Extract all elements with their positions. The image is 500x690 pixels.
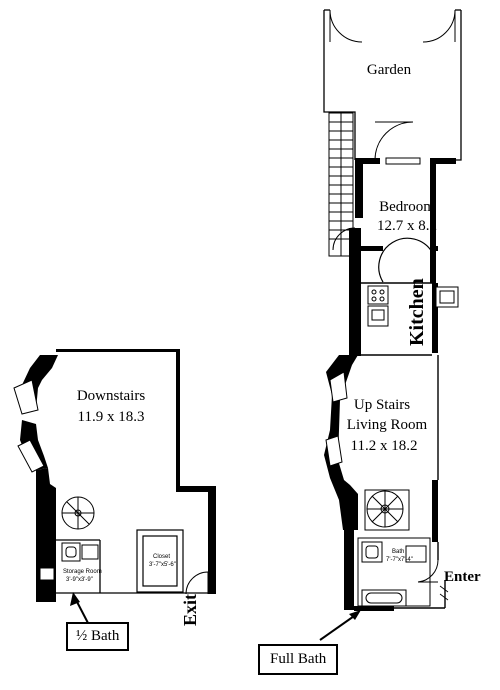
closet-dims: 3'-7"x5'-6" [149, 562, 176, 568]
bath-up-label: Bath [392, 549, 404, 555]
spiral-stair-down [61, 496, 95, 530]
exit-door-arc [185, 571, 209, 595]
upstairs-label: Up Stairs [354, 397, 410, 413]
bedroom-window [385, 157, 421, 165]
garden-door-arc [374, 121, 414, 161]
entry-steps [439, 585, 449, 601]
upstairs-dims: 11.2 x 18.2 [351, 438, 418, 454]
upstairs-bath [357, 537, 431, 607]
living-room-label: Living Room [347, 417, 428, 433]
left-plan-walls [20, 349, 216, 602]
downstairs-closet [136, 529, 184, 593]
storage-room-dims: 3'-9"x3'-9" [66, 577, 93, 583]
garden-outline [323, 9, 462, 161]
storage-room-label: Storage Room [63, 569, 102, 575]
full-bath-arrowhead [349, 610, 361, 620]
half-bath-arrowhead [70, 592, 80, 606]
spiral-stair-up [364, 489, 410, 531]
downstairs-windows [13, 379, 55, 581]
bedroom-door-arc [378, 237, 433, 283]
entry-door-arc [417, 559, 439, 583]
downstairs-label: Downstairs [77, 388, 145, 404]
kitchen-label: Kitchen [406, 278, 428, 346]
full-bath-arrow [319, 613, 358, 641]
exit-label: Exit [180, 594, 200, 626]
living-room-windows [325, 371, 348, 467]
half-bath-fixtures [61, 542, 99, 562]
garden-gate [329, 9, 456, 43]
downstairs-dims: 11.9 x 18.3 [78, 409, 145, 425]
enter-label: Enter [444, 569, 481, 585]
kitchen-appliances [367, 285, 459, 327]
left-plan-thin-walls [56, 539, 208, 594]
bedroom-dims: 12.7 x 8.2 [377, 218, 437, 234]
closet-label: Closet [153, 554, 170, 560]
bath-up-dims: 7'-7"x7'-4" [386, 557, 413, 563]
full-bath-callout: Full Bath [258, 644, 339, 675]
right-plan-thin-walls [358, 282, 446, 609]
garden-label: Garden [367, 62, 412, 78]
half-bath-callout: ½ Bath [66, 622, 130, 651]
bedroom-label: Bedroom [379, 199, 435, 215]
